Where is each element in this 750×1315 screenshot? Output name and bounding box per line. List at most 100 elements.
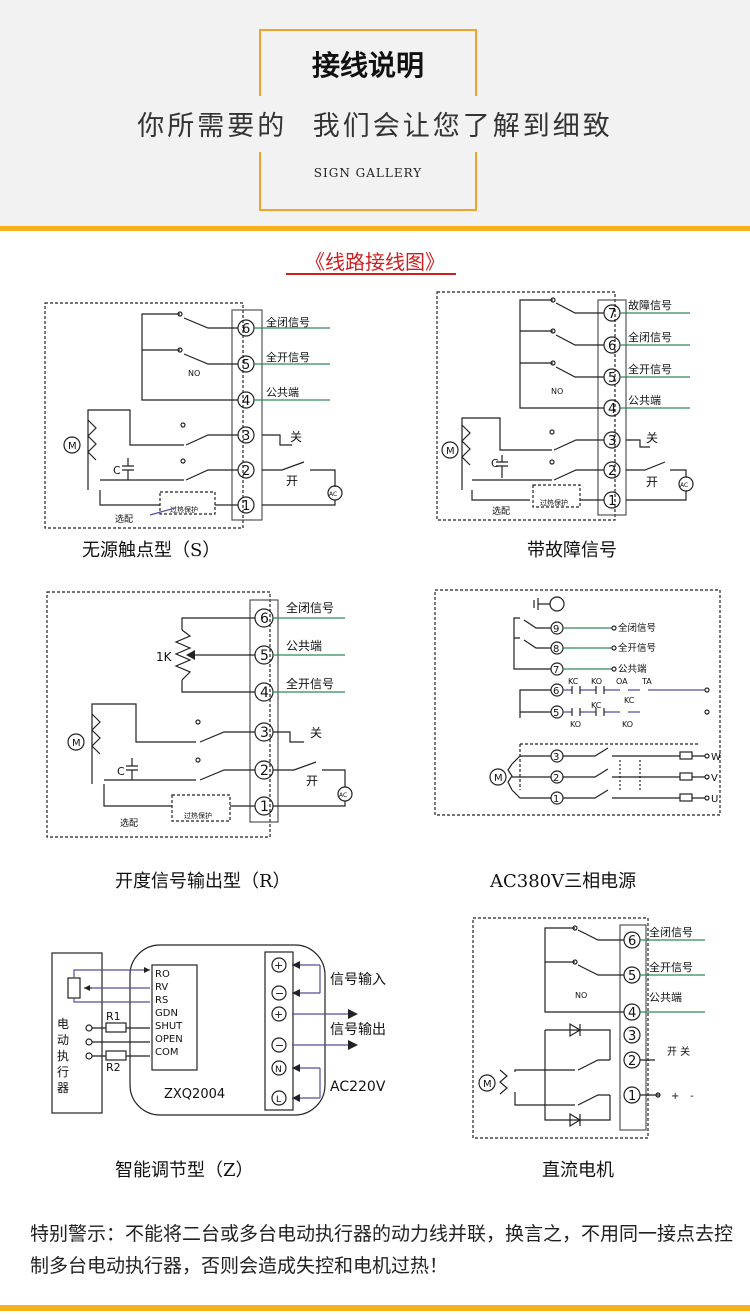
ac380-motor-label: M [494, 773, 503, 784]
dc-motor-coil [499, 1069, 508, 1095]
z-pin-rs: RS [155, 995, 168, 1006]
diagram-ac380: 9 8 7 6 5 3 2 1 全闭信号 全开信号 公共端 KC KO OA T… [434, 589, 721, 816]
diagram-dc: 6 5 4 3 2 1 全闭信号 全开信号 公共端 NO 开 关 + - M [472, 917, 705, 1139]
z-term-3: + [274, 1008, 283, 1021]
z-term-2: − [275, 987, 284, 1000]
diagram-fault: 7 6 5 4 3 2 1 故障信号 全闭信号 全开信号 公共端 NO 关 开 … [436, 291, 694, 521]
r-terminal-1: 1 [260, 799, 269, 815]
ac380-relay-6: KC [624, 696, 635, 705]
fault-terminal-6: 6 [608, 339, 616, 354]
diagram-z: 电 动 执 行 器 RO RV RS GDN SHUT OPEN COM ZXQ… [51, 944, 386, 1116]
s-terminal-6-label: 6 [242, 322, 250, 337]
dc-terminal-6: 6 [628, 934, 636, 949]
ac380-signal-switches [513, 617, 551, 670]
dc-diode-bottom [569, 1112, 582, 1128]
r-common-wire [103, 784, 346, 807]
s-terminal-5-label: 5 [242, 358, 250, 373]
z-pin-rv: RV [155, 982, 168, 993]
ac380-ground [533, 598, 550, 610]
z-pin-shut: SHUT [155, 1021, 183, 1032]
fault-terminal-5: 5 [608, 371, 616, 386]
z-model-label: ZXQ2004 [164, 1087, 225, 1102]
r-pot-label: 1K [156, 650, 173, 664]
z-r1-label: R1 [106, 1010, 121, 1023]
r-terminal-4: 4 [260, 685, 269, 701]
caption-dc: 直流电机 [542, 1160, 614, 1181]
title-frame-gap [250, 96, 486, 152]
s-close-label: 关 [290, 430, 302, 444]
diagram-s-terminals: 6 5 4 3 2 1 [237, 319, 255, 514]
fault-overheat-label: 过热保护 [540, 498, 568, 507]
dc-frame [472, 917, 649, 1139]
r-pot-wires [181, 617, 255, 693]
dc-terminal-4: 4 [628, 1006, 636, 1021]
r-terminal-2: 2 [260, 763, 269, 779]
s-terminal-2-label: 2 [242, 464, 250, 479]
ac380-label-common: 公共端 [618, 663, 647, 675]
z-power-label: AC220V [330, 1079, 386, 1095]
r-pot-resistor [174, 629, 192, 681]
fault-motor-label: M [446, 446, 455, 457]
z-pin-gdn: GDN [155, 1008, 178, 1019]
r-motor-switches [91, 703, 255, 784]
ac380-fuse-w [679, 751, 693, 760]
s-no-label: NO [188, 369, 200, 378]
r-motor [67, 733, 85, 751]
ac380-ground-symbol [549, 596, 565, 612]
ac380-label-closed: 全闭信号 [618, 622, 656, 634]
z-pot-wires [73, 969, 150, 1003]
r-label-common: 公共端 [286, 639, 322, 653]
r-overheat-label: 过热保护 [184, 811, 212, 820]
ac380-relay-contacts [571, 686, 605, 716]
caption-ac380: AC380V三相电源 [490, 871, 637, 892]
ac380-relay-1: KC [568, 677, 579, 686]
s-motor-switches [87, 409, 238, 490]
fault-open-label: 开 [646, 475, 658, 489]
fault-no-label: NO [551, 387, 563, 396]
fault-label-closed: 全闭信号 [628, 330, 672, 344]
s-label-common: 公共端 [266, 386, 299, 399]
ac380-relay-4: TA [641, 677, 652, 686]
r-ac-label: AC [339, 792, 347, 799]
s-common-wire [99, 490, 336, 506]
ac380-terminal-1: 1 [553, 794, 559, 805]
dc-bridge-outline [544, 1029, 611, 1121]
caption-fault: 带故障信号 [527, 540, 617, 561]
section-title-underline [286, 273, 456, 275]
z-actuator-char-3: 执 [57, 1049, 69, 1063]
z-command-wires [92, 1027, 150, 1057]
dc-label-closed: 全闭信号 [649, 925, 693, 939]
ac380-terminal-7: 7 [553, 665, 559, 676]
s-motor-coil [87, 419, 97, 461]
r-motor-coil [91, 713, 101, 755]
diagram-s-terminal-strip [231, 309, 263, 521]
ac380-terminal-3: 3 [553, 752, 559, 763]
dc-switch-label: 开 关 [667, 1045, 690, 1058]
ac380-motor-wires [511, 755, 551, 799]
caption-s: 无源触点型（S） [82, 540, 221, 561]
z-pin-com: COM [155, 1047, 178, 1058]
fault-close-label: 关 [646, 431, 658, 445]
fault-overheat-box [532, 484, 581, 508]
z-r2-label: R2 [106, 1061, 121, 1074]
z-controller-box [129, 944, 326, 1116]
fault-terminal-7: 7 [608, 307, 616, 322]
caption-r: 开度信号输出型（R） [115, 871, 291, 892]
ac380-motor [489, 768, 507, 786]
r-optional-label: 选配 [120, 817, 138, 829]
z-term-1: + [274, 959, 283, 972]
z-pin-open: OPEN [155, 1034, 183, 1045]
s-motor [63, 436, 81, 454]
s-signal-switches [141, 313, 238, 401]
fault-control-wires [626, 439, 687, 477]
diagram-s: 6 5 4 3 2 1 全闭信号 全开信号 公共端 NO 关 开 AC M C … [44, 302, 343, 529]
fault-terminal-1: 1 [608, 494, 616, 509]
s-label-closed: 全闭信号 [266, 315, 310, 329]
fault-optional-label: 选配 [492, 505, 510, 517]
dc-terminal-strip [619, 924, 647, 1131]
dc-minus-label: - [690, 1091, 694, 1102]
dc-motor [478, 1074, 496, 1092]
dc-label-common: 公共端 [649, 991, 682, 1004]
fault-capacitor [496, 455, 508, 478]
